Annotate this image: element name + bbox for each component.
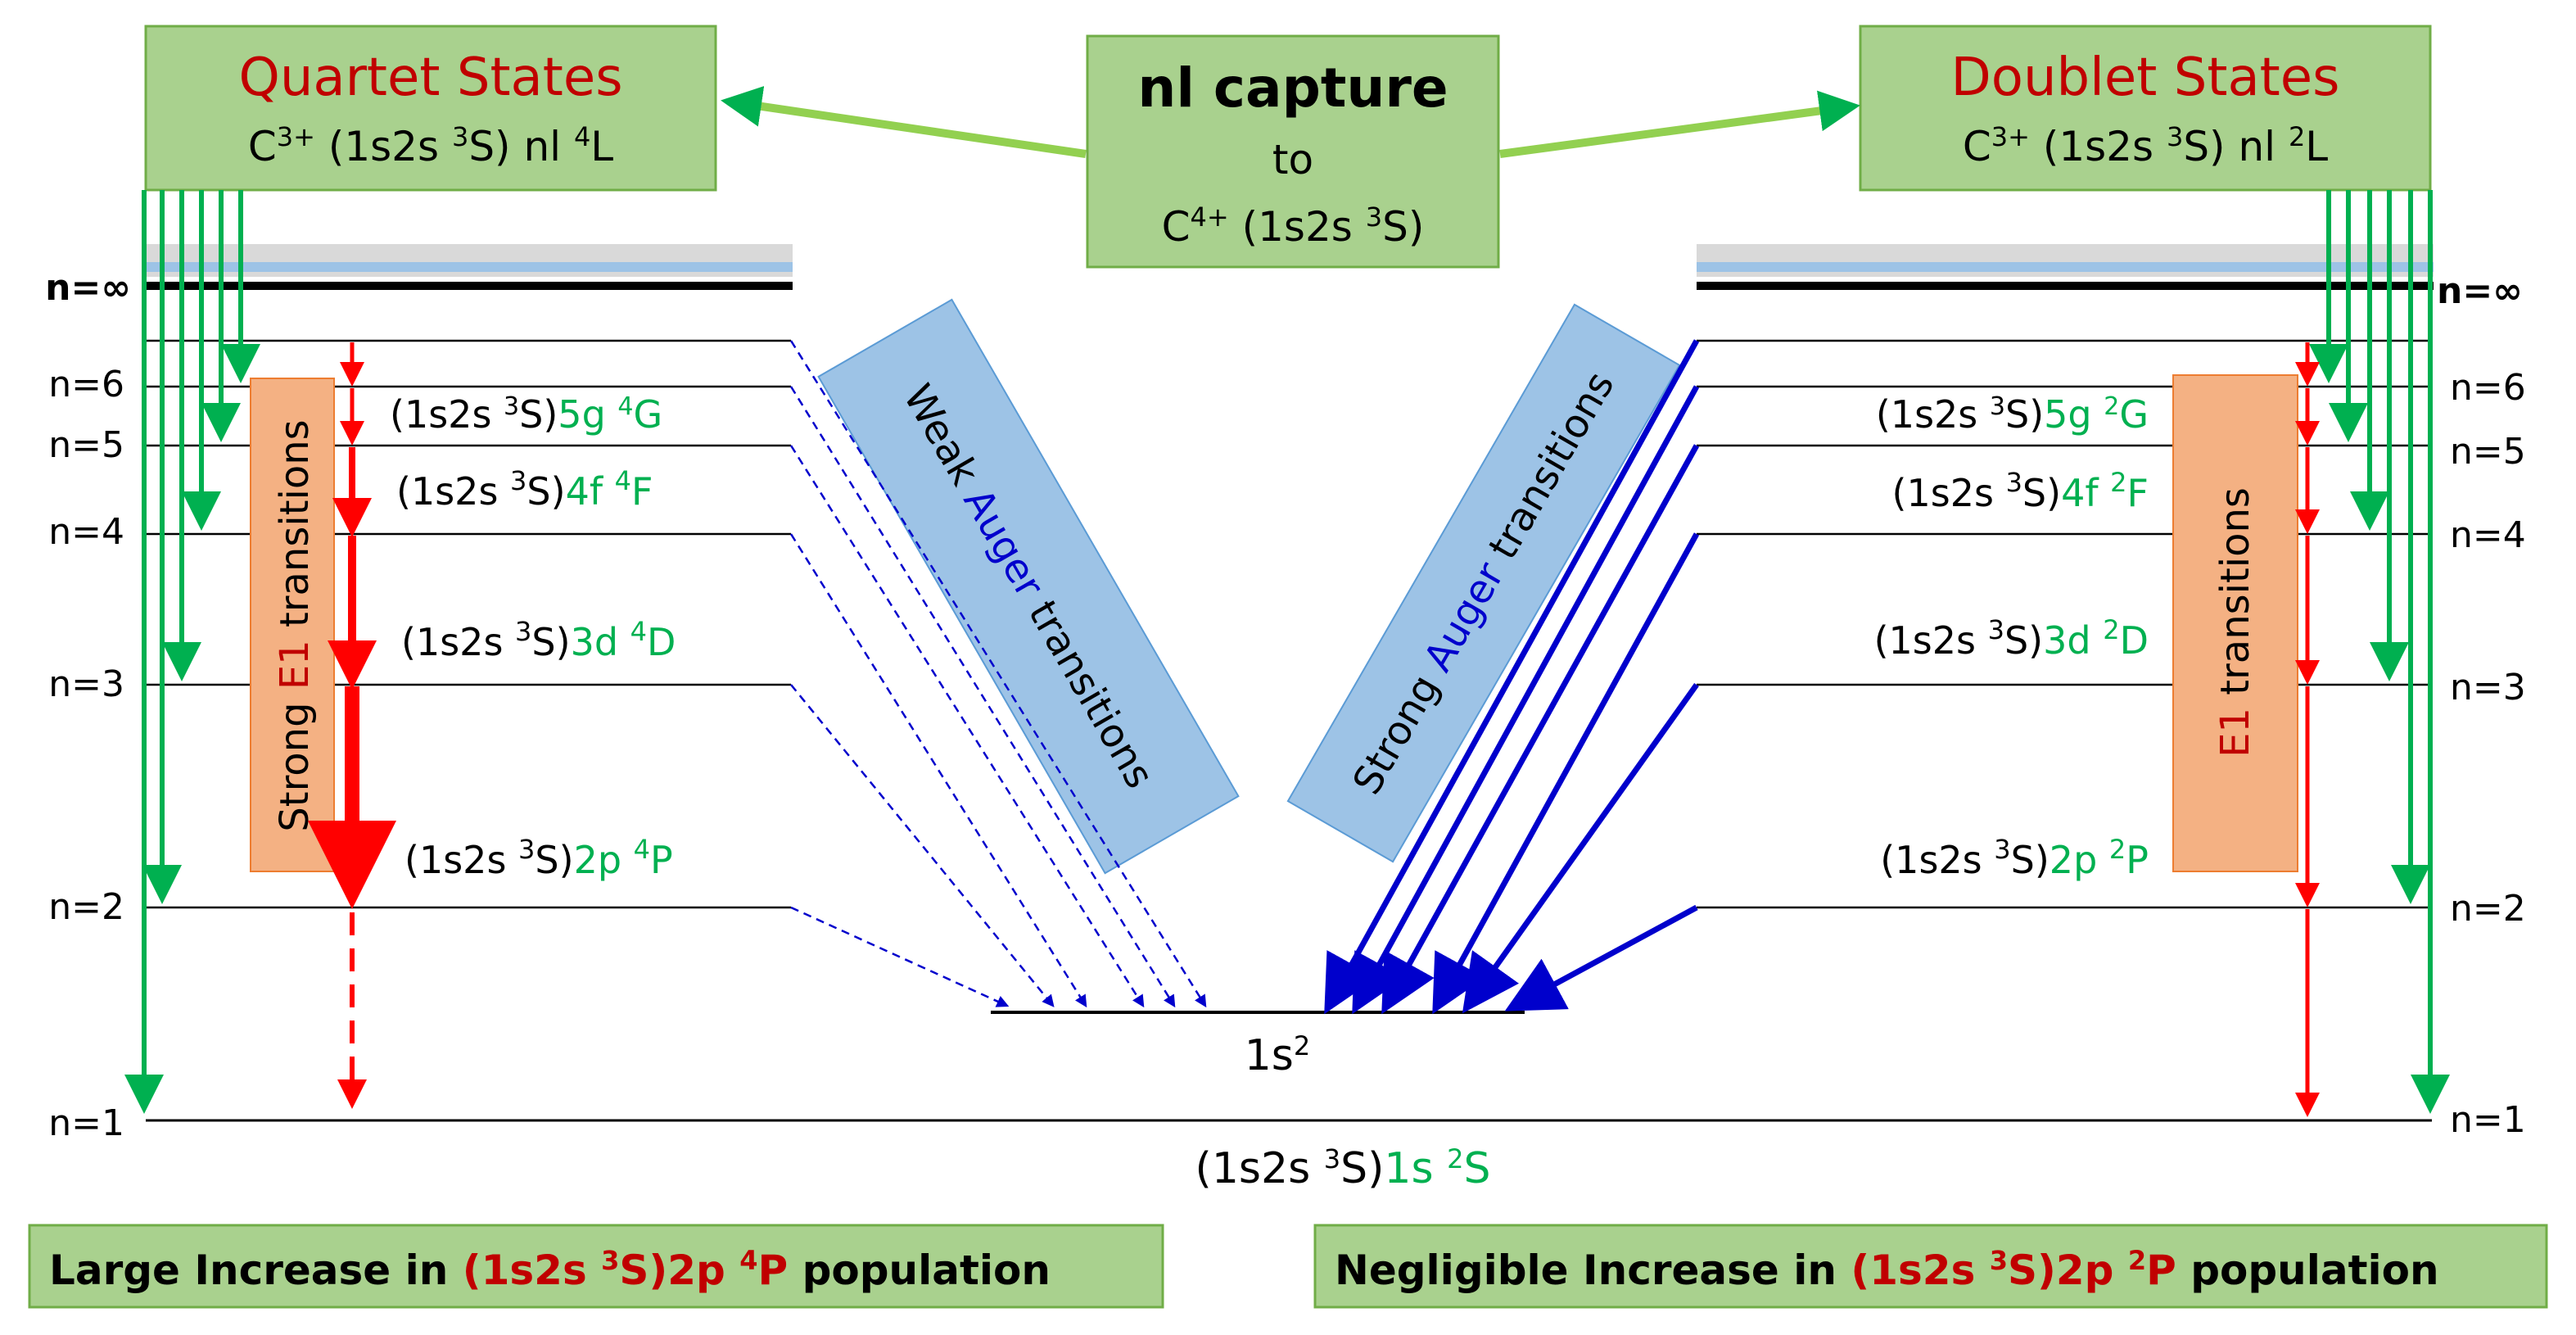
right-level-inf: n=∞ [2437, 270, 2523, 312]
doublet-state-3d: (1s2s 3S)3d 2D [1874, 614, 2149, 663]
doublet-states-box: Doublet States C3+ (1s2s 3S) nl 2L [1859, 25, 2432, 192]
left-level-4: n=4 [48, 511, 124, 553]
doublet-state-2p: (1s2s 3S)2p 2P [1880, 834, 2149, 882]
e1-left-label: Strong E1 transitions [272, 419, 318, 831]
right-level-6: n=6 [2450, 367, 2526, 409]
capture-box: nl capture to C4+ (1s2s 3S) [1086, 34, 1500, 269]
doublet-config: C3+ (1s2s 3S) nl 2L [1963, 121, 2328, 170]
ls2-label: 1s2 [1245, 1030, 1311, 1080]
weak-auger-arrows [789, 340, 1207, 1008]
capture-arrow-right [1499, 90, 1860, 158]
e1-left-box: Strong E1 transitions [250, 378, 335, 872]
left-level-inf: n=∞ [45, 267, 131, 309]
left-level-3: n=3 [48, 663, 124, 705]
quartet-state-labels: (1s2s 3S)5g 4G (1s2s 3S)4f 4F (1s2s 3S)3… [390, 392, 676, 882]
right-levels [1697, 339, 2432, 909]
right-level-1: n=1 [2450, 1099, 2526, 1141]
doublet-title: Doublet States [1951, 48, 2340, 108]
capture-to: to [1272, 136, 1313, 183]
left-level-labels: n=∞ n=6 n=5 n=4 n=3 n=2 n=1 [45, 267, 131, 1144]
right-level-3: n=3 [2450, 667, 2526, 708]
doublet-state-4f: (1s2s 3S)4f 2F [1892, 467, 2149, 515]
bottom-left-box: Large Increase in (1s2s 3S)2p 4P populat… [28, 1224, 1164, 1309]
weak-auger-box: Weak Auger transitions [817, 298, 1240, 875]
strong-auger-label: Strong Auger transitions [1344, 364, 1623, 802]
doublet-state-labels: (1s2s 3S)5g 2G (1s2s 3S)4f 2F (1s2s 3S)3… [1874, 392, 2149, 882]
e1-right-box: E1 transitions [2172, 374, 2298, 872]
bottom-left-text: Large Increase in (1s2s 3S)2p 4P populat… [49, 1245, 1051, 1294]
quartet-state-5g: (1s2s 3S)5g 4G [390, 392, 662, 437]
quartet-state-3d: (1s2s 3S)3d 4D [401, 616, 676, 664]
strong-auger-box: Strong Auger transitions [1286, 303, 1681, 863]
capture-target: C4+ (1s2s 3S) [1162, 201, 1425, 251]
strong-auger-arrows [1324, 339, 1700, 1015]
quartet-config: C3+ (1s2s 3S) nl 4L [248, 121, 613, 170]
doublet-cascade-arrows [2309, 190, 2450, 1114]
quartet-state-4f: (1s2s 3S)4f 4F [396, 465, 653, 514]
quartet-cascade-arrows [124, 190, 260, 1114]
capture-arrow-left [721, 86, 1087, 158]
capture-title: nl capture [1137, 57, 1448, 120]
left-level-1: n=1 [48, 1102, 124, 1144]
right-continuum [1697, 244, 2434, 290]
e1-right-label: E1 transitions [2212, 487, 2258, 758]
left-level-5: n=5 [48, 424, 124, 466]
left-continuum [146, 244, 793, 290]
doublet-state-5g: (1s2s 3S)5g 2G [1876, 392, 2149, 437]
right-level-labels: n=∞ n=6 n=5 n=4 n=3 n=2 n=1 [2437, 270, 2526, 1141]
quartet-state-2p: (1s2s 3S)2p 4P [404, 834, 673, 882]
quartet-title: Quartet States [238, 48, 622, 108]
right-level-5: n=5 [2450, 431, 2526, 473]
bottom-right-box: Negligible Increase in (1s2s 3S)2p 2P po… [1313, 1224, 2548, 1309]
right-level-4: n=4 [2450, 514, 2526, 556]
quartet-states-box: Quartet States C3+ (1s2s 3S) nl 4L [144, 25, 717, 192]
bottom-right-text: Negligible Increase in (1s2s 3S)2p 2P po… [1335, 1245, 2439, 1294]
ground-state-label: (1s2s 3S)1s 2S [1195, 1143, 1491, 1193]
left-level-6: n=6 [48, 364, 124, 405]
right-level-2: n=2 [2450, 888, 2526, 930]
left-level-2: n=2 [48, 886, 124, 928]
